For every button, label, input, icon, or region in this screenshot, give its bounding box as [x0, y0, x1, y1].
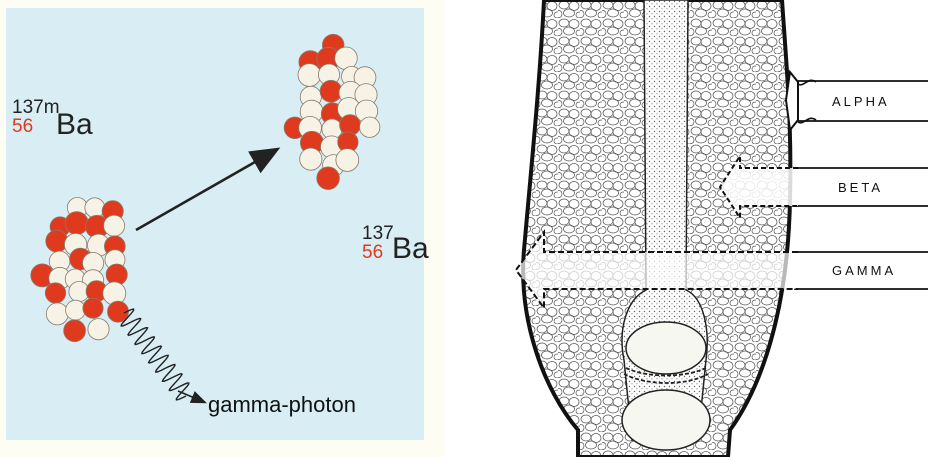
beta-label: BETA: [838, 180, 883, 195]
daughter-atomic-number: 56: [362, 243, 383, 262]
nucleon: [317, 167, 340, 190]
alpha-squiggle: [798, 80, 816, 123]
parent-nucleus: [31, 198, 129, 342]
nucleon: [64, 320, 86, 342]
penetration-illustration: [448, 0, 928, 457]
nucleon: [85, 198, 105, 218]
parent-atomic-number: 56: [12, 117, 33, 136]
alpha-label: ALPHA: [832, 94, 890, 109]
gamma-wave: [121, 309, 189, 400]
parent-element-symbol: Ba: [56, 110, 93, 140]
gamma-label: GAMMA: [832, 263, 896, 278]
daughter-mass-number: 137: [362, 224, 394, 243]
nucleon: [46, 230, 68, 252]
decay-arrow: [136, 150, 276, 230]
gamma-photon-label: gamma-photon: [208, 392, 356, 418]
nucleon: [298, 64, 321, 87]
penetration-panel: ALPHA BETA GAMMA: [448, 0, 928, 457]
nucleon: [335, 47, 358, 70]
lower-bone-head: [622, 390, 710, 450]
nucleon: [104, 215, 125, 236]
daughter-nucleus: [284, 34, 380, 189]
nucleon: [46, 303, 68, 325]
nucleon: [88, 319, 109, 340]
nucleon: [336, 149, 359, 172]
decay-diagram-background: 137m 56 Ba 137 56 Ba gamma-photon: [6, 8, 424, 440]
nucleon: [360, 117, 380, 137]
nucleon: [45, 283, 65, 303]
nucleon: [320, 80, 342, 102]
knee-joint: [626, 322, 706, 374]
nucleon: [65, 212, 88, 235]
daughter-element-symbol: Ba: [392, 234, 429, 264]
parent-mass-number: 137m: [12, 98, 60, 117]
gamma-arrow-head: [178, 391, 204, 402]
nucleon: [83, 298, 103, 318]
decay-panel: 137m 56 Ba 137 56 Ba gamma-photon: [0, 0, 446, 457]
nucleon: [300, 148, 322, 170]
nucleon: [66, 300, 86, 320]
